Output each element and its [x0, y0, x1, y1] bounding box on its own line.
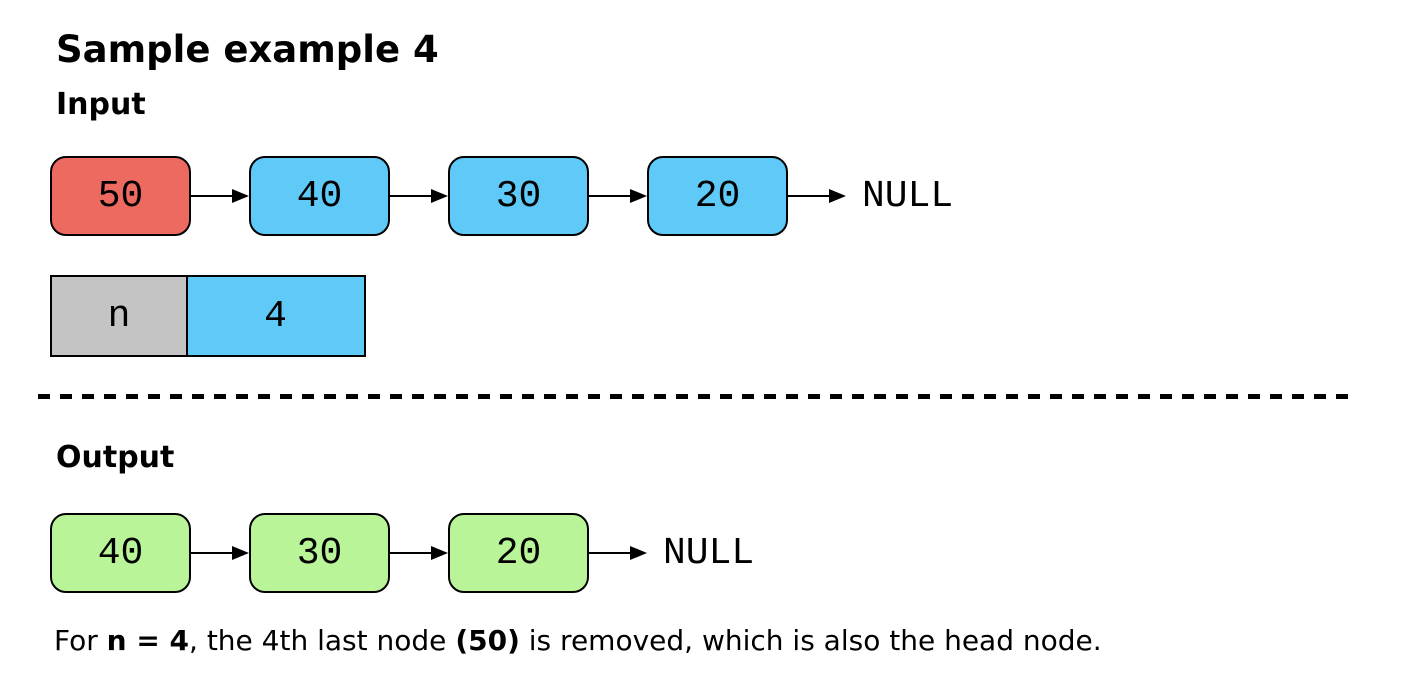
caption-text: , the 4th last node [189, 624, 456, 657]
dashed-section-divider [38, 394, 1353, 399]
arrow-right-icon [589, 513, 647, 593]
input-linked-list: 50 40 30 20 NULL [50, 156, 953, 236]
null-terminator: NULL [862, 174, 954, 218]
list-node-removed: 50 [50, 156, 191, 236]
caption-text: For [54, 624, 107, 657]
output-heading: Output [56, 440, 175, 475]
caption: For n = 4, the 4th last node (50) is rem… [54, 624, 1102, 658]
arrow-right-icon [390, 513, 448, 593]
list-node: 40 [50, 513, 191, 593]
arrow-right-icon [191, 513, 249, 593]
caption-bold-n: n = 4 [106, 624, 190, 657]
node-value: 20 [495, 531, 542, 575]
node-value: 40 [97, 531, 144, 575]
list-node: 20 [647, 156, 788, 236]
page-title: Sample example 4 [56, 28, 439, 71]
node-value: 50 [97, 174, 144, 218]
n-value-cell: 4 [185, 275, 366, 357]
null-terminator: NULL [663, 531, 755, 575]
list-node: 20 [448, 513, 589, 593]
node-value: 30 [495, 174, 542, 218]
list-node: 40 [249, 156, 390, 236]
output-linked-list: 40 30 20 NULL [50, 513, 754, 593]
node-value: 40 [296, 174, 343, 218]
list-node: 30 [448, 156, 589, 236]
list-node: 30 [249, 513, 390, 593]
node-value: 30 [296, 531, 343, 575]
n-label-cell: n [50, 275, 188, 357]
arrow-right-icon [390, 156, 448, 236]
caption-text: is removed, which is also the head node. [519, 624, 1102, 657]
arrow-right-icon [788, 156, 846, 236]
caption-bold-value: (50) [455, 624, 520, 657]
arrow-right-icon [589, 156, 647, 236]
input-heading: Input [56, 87, 146, 122]
n-value-box: n 4 [50, 275, 366, 357]
node-value: 20 [694, 174, 741, 218]
arrow-right-icon [191, 156, 249, 236]
